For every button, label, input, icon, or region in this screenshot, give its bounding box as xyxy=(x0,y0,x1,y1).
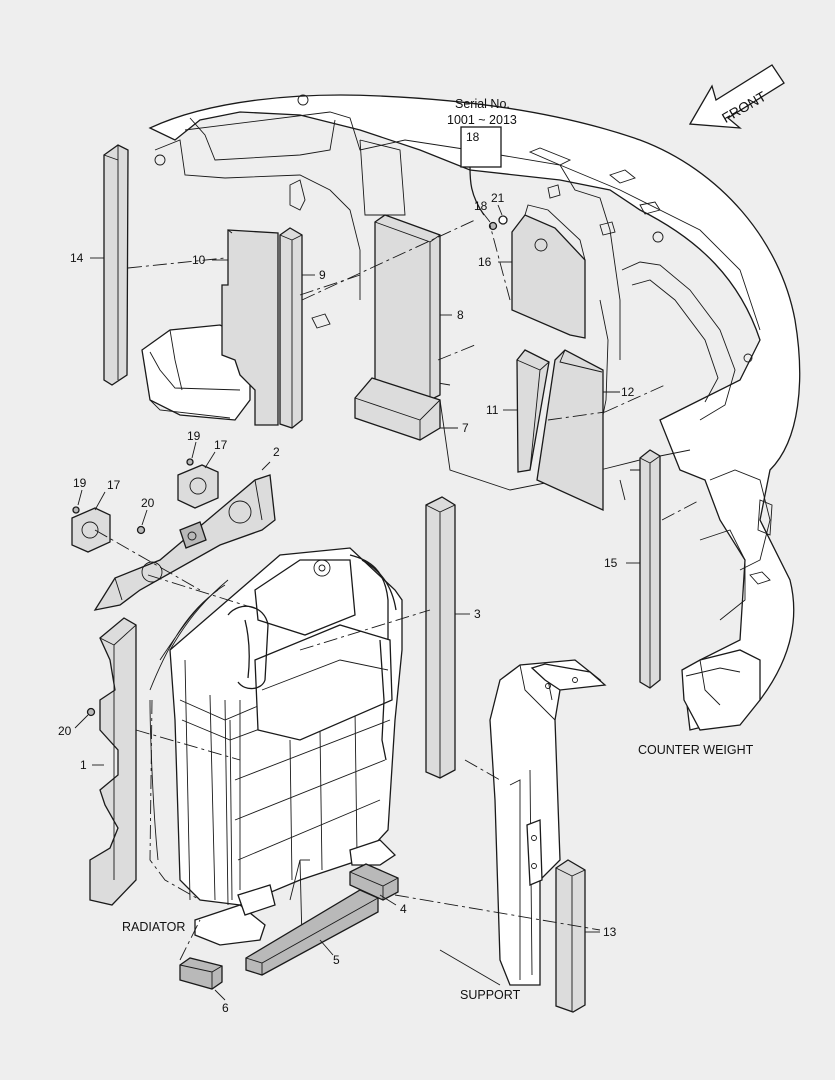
washer-21 xyxy=(498,215,508,225)
radiator-label: RADIATOR xyxy=(122,920,185,934)
nut-20-lower xyxy=(86,707,96,717)
bolt-18 xyxy=(488,221,498,231)
assembly-lines xyxy=(94,219,701,961)
callout-19-left: 19 xyxy=(73,476,87,490)
counter-weight-label: COUNTER WEIGHT xyxy=(638,743,754,757)
callout-3: 3 xyxy=(474,607,481,621)
serial-range: 1001 ~ 2013 xyxy=(447,113,517,127)
callout-17-right: 17 xyxy=(214,438,228,452)
nut-20-upper xyxy=(136,525,146,535)
seal-13 xyxy=(555,859,586,1013)
callout-20-upper: 20 xyxy=(141,496,155,510)
bolt-19-upper xyxy=(186,458,194,466)
callout-17-left: 17 xyxy=(107,478,121,492)
callout-7: 7 xyxy=(462,421,469,435)
seal-9 xyxy=(279,227,303,429)
callout-16: 16 xyxy=(478,255,492,269)
seal-1 xyxy=(89,617,137,906)
callout-21: 21 xyxy=(491,191,505,205)
seal-12 xyxy=(536,349,604,512)
gasket-17-upper xyxy=(177,464,219,509)
callout-14: 14 xyxy=(70,251,84,265)
front-direction-arrow: FRONT xyxy=(688,64,785,129)
support-bracket xyxy=(439,659,607,986)
callout-19-right: 19 xyxy=(187,429,201,443)
seal-11 xyxy=(516,349,550,473)
callout-1: 1 xyxy=(80,758,87,772)
callout-5: 5 xyxy=(333,953,340,967)
seal-10 xyxy=(221,229,279,426)
callout-4: 4 xyxy=(400,902,407,916)
callout-18: 18 xyxy=(474,199,488,213)
seal-3 xyxy=(425,496,456,779)
radiator-assembly xyxy=(149,547,403,946)
callout-6: 6 xyxy=(222,1001,229,1015)
serial-inset-box xyxy=(460,126,502,168)
callout-15: 15 xyxy=(604,556,618,570)
callout-9: 9 xyxy=(319,268,326,282)
bolt-19-lower xyxy=(72,506,80,514)
callout-10: 10 xyxy=(192,253,206,267)
callout-2: 2 xyxy=(273,445,280,459)
callout-numbers: 1 2 3 4 5 6 7 8 9 10 11 12 13 14 15 16 1… xyxy=(58,130,635,1015)
callout-13: 13 xyxy=(603,925,617,939)
seal-14 xyxy=(103,144,129,386)
seal-6 xyxy=(179,957,223,990)
callout-leaders xyxy=(74,204,640,1001)
support-label: SUPPORT xyxy=(460,988,521,1002)
callout-8: 8 xyxy=(457,308,464,322)
gasket-17-lower xyxy=(71,507,111,553)
callout-18-inset: 18 xyxy=(466,130,480,144)
callout-11: 11 xyxy=(486,403,499,417)
seal-16 xyxy=(511,214,586,339)
callout-12: 12 xyxy=(621,385,635,399)
serial-label: Serial No. xyxy=(455,97,510,111)
callout-20-lower: 20 xyxy=(58,724,72,738)
